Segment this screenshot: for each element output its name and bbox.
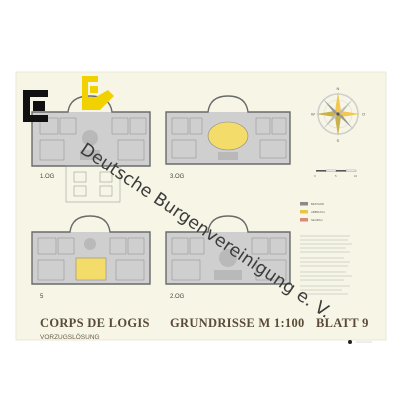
plan-label-2og: 2.OG bbox=[170, 294, 185, 300]
scale-bar bbox=[316, 169, 357, 172]
plan-label-3og: 3.OG bbox=[170, 174, 185, 180]
compass-e: O bbox=[362, 112, 365, 117]
legend-item-1: BESTAND bbox=[311, 202, 324, 206]
marker-dot bbox=[348, 340, 352, 344]
scale-tick-10: 10 bbox=[354, 174, 358, 178]
floor-plan-3og bbox=[165, 95, 291, 165]
scale-tick-5: 5 bbox=[335, 174, 337, 178]
plan-label-1og: 1.OG bbox=[40, 174, 55, 180]
scale-tick-0: 0 bbox=[314, 174, 316, 178]
legend bbox=[300, 202, 308, 222]
notes-block bbox=[300, 235, 352, 295]
compass-n: N bbox=[337, 86, 340, 91]
legend-item-3: NEUBAU bbox=[311, 218, 323, 222]
legend-item-2: ABBRUCH bbox=[311, 210, 325, 214]
title-right: BLATT 9 bbox=[316, 316, 369, 330]
dbv-logo bbox=[23, 76, 114, 122]
title-center: GRUNDRISSE M 1:100 bbox=[170, 316, 305, 330]
floor-plan-2og bbox=[165, 215, 291, 285]
compass-rose bbox=[316, 92, 360, 136]
floor-plan-5 bbox=[31, 215, 151, 285]
floor-plan-1og bbox=[31, 95, 151, 203]
compass-s: S bbox=[337, 138, 340, 143]
title-left: CORPS DE LOGIS bbox=[40, 316, 150, 330]
compass-w: W bbox=[311, 112, 315, 117]
subtitle-left: VORZUGSLÖSUNG bbox=[40, 333, 100, 341]
plan-label-5: 5 bbox=[40, 294, 44, 300]
